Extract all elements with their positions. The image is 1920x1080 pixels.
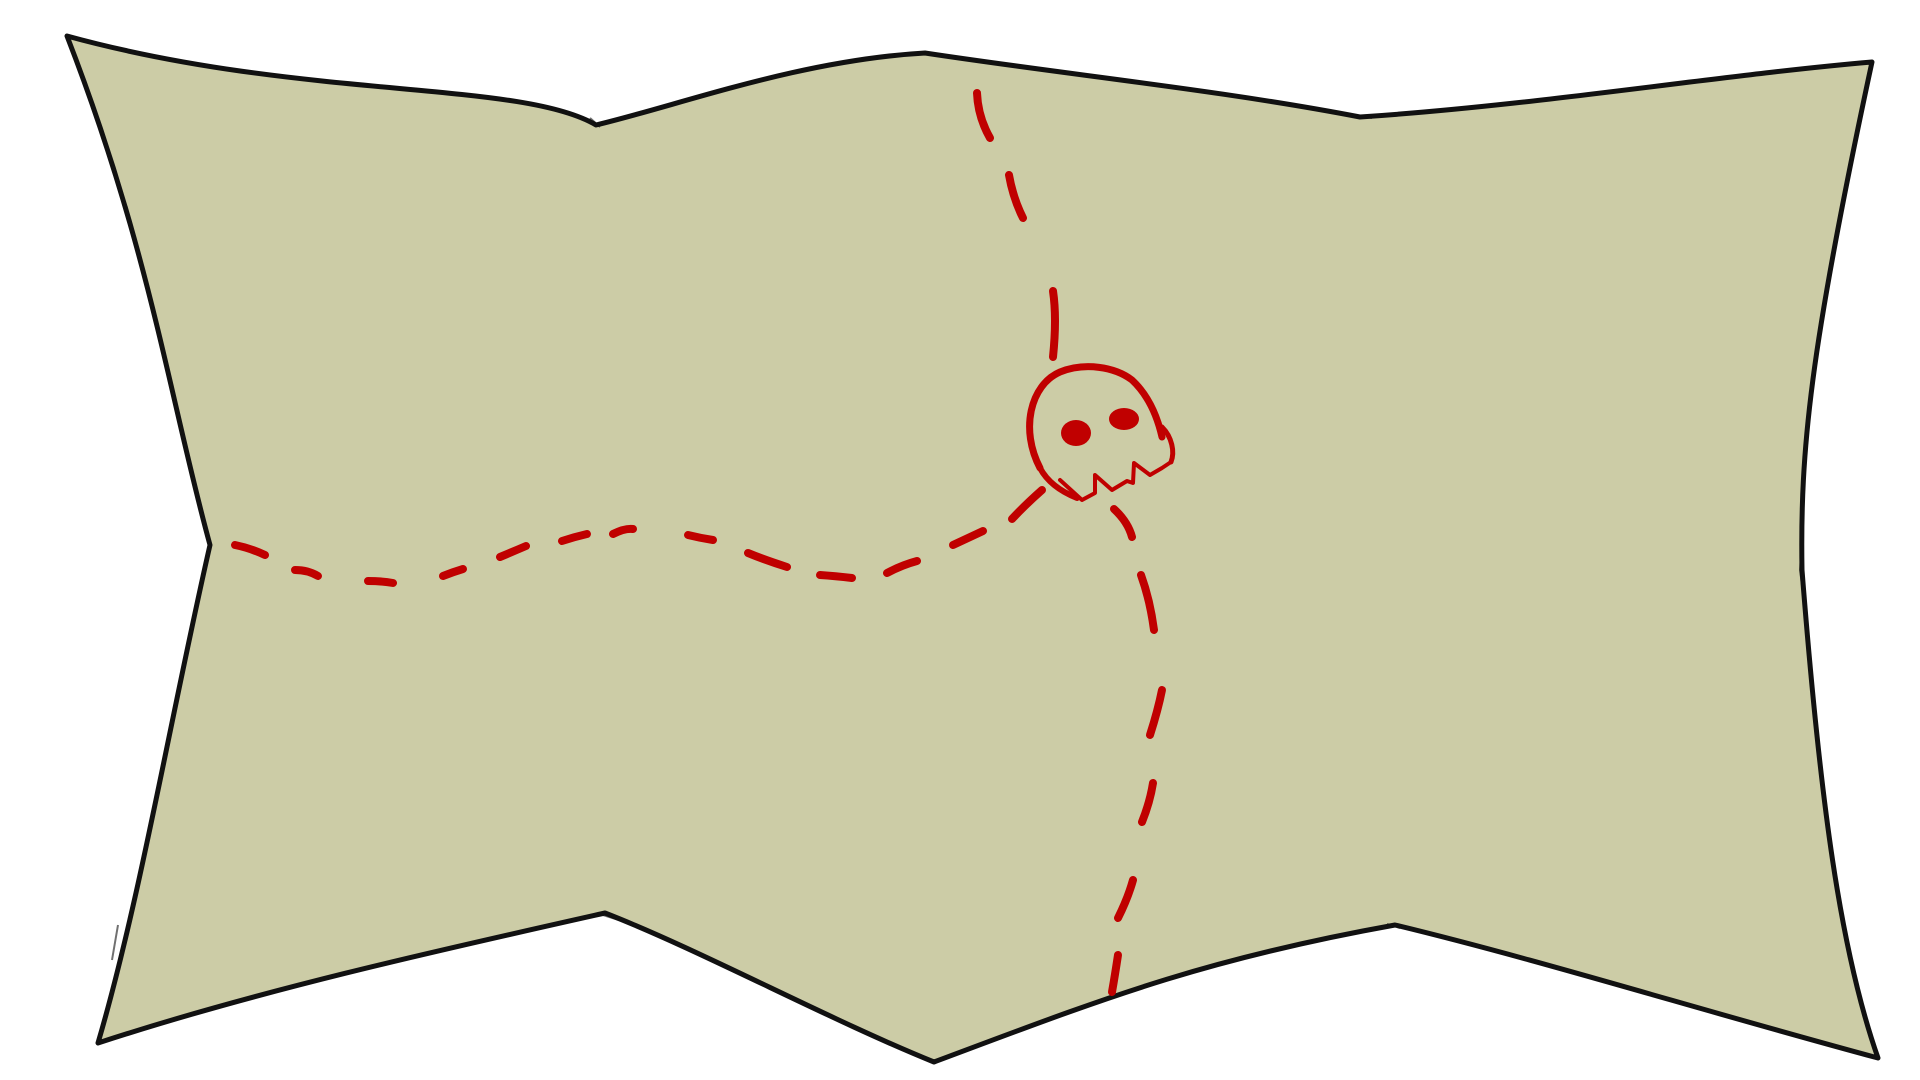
fold-creases [111, 114, 1805, 961]
map-paper [64, 33, 1881, 1065]
route-north [973, 89, 1059, 361]
skull-eye-left [1061, 420, 1091, 446]
route-south [1108, 505, 1166, 996]
skull-eye-right [1109, 408, 1139, 430]
skull-icon [1026, 363, 1176, 502]
route-west [231, 486, 1046, 587]
